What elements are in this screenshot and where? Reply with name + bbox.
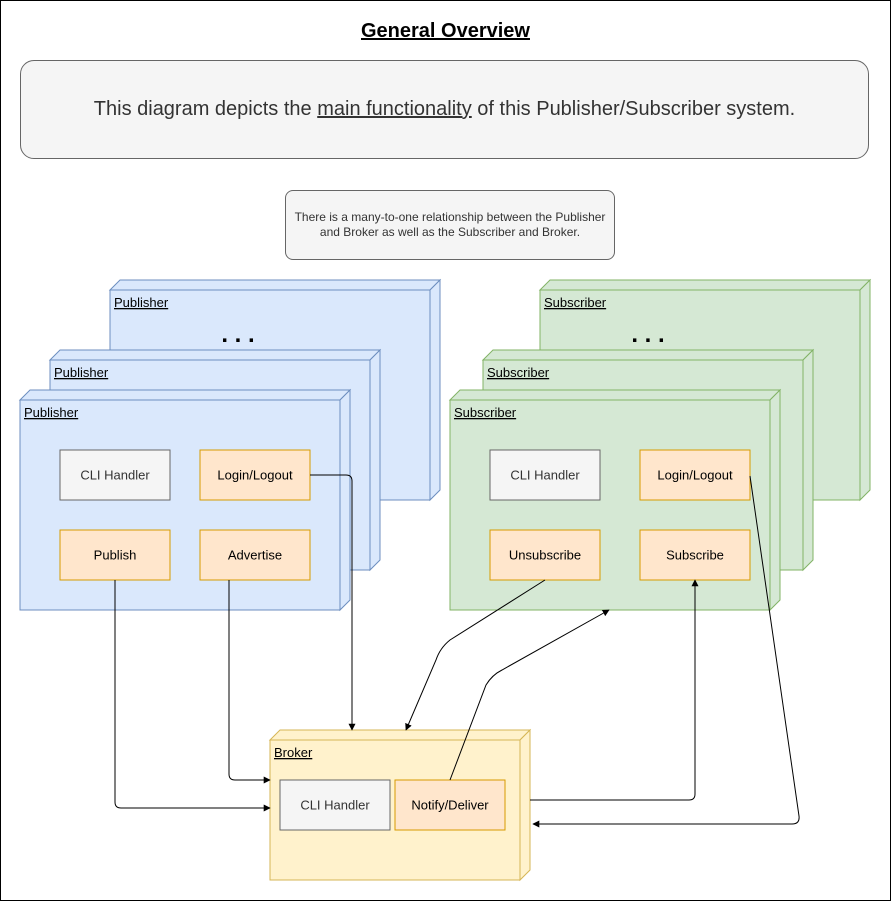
publisher-node-front: Publisher CLI Handler Login/Logout Publi… <box>18 388 352 612</box>
page-title: General Overview <box>361 20 530 42</box>
banner-emphasis: main functionality <box>317 98 472 120</box>
edge-subscriber-login-to-broker <box>532 475 800 828</box>
svg-text:Unsubscribe: Unsubscribe <box>509 547 581 562</box>
description-banner: This diagram depicts the main functional… <box>20 60 869 159</box>
publisher-advertise: Advertise <box>199 529 311 581</box>
broker-cli-handler: CLI Handler <box>279 779 391 831</box>
svg-text:Advertise: Advertise <box>228 547 282 562</box>
broker-node: Broker CLI Handler Notify/Deliver <box>268 728 532 882</box>
svg-text:Login/Logout: Login/Logout <box>217 467 293 482</box>
subscriber-subscribe: Subscribe <box>639 529 751 581</box>
svg-text:CLI Handler: CLI Handler <box>80 467 150 482</box>
subscriber-back-label: Subscriber <box>544 295 607 310</box>
publisher-cli-handler: CLI Handler <box>59 449 171 501</box>
edge-advertise-to-broker <box>228 580 271 784</box>
publisher-publish: Publish <box>59 529 171 581</box>
publisher-front-label: Publisher <box>24 405 79 420</box>
broker-label: Broker <box>274 745 313 760</box>
subscriber-ellipsis: . . . <box>631 321 664 348</box>
relationship-note: There is a many-to-one relationship betw… <box>285 190 615 260</box>
subscriber-login-logout: Login/Logout <box>639 449 751 501</box>
subscriber-middle-label: Subscriber <box>487 365 550 380</box>
banner-prefix: This diagram depicts the <box>93 98 318 120</box>
edge-publish-to-broker-cli <box>114 580 271 812</box>
publisher-back-label: Publisher <box>114 295 169 310</box>
svg-text:Subscribe: Subscribe <box>666 547 724 562</box>
svg-text:Publish: Publish <box>94 547 137 562</box>
broker-notify-deliver: Notify/Deliver <box>394 779 506 831</box>
edge-notify-to-subscriber <box>449 609 610 781</box>
subscriber-unsubscribe: Unsubscribe <box>489 529 601 581</box>
edge-unsubscribe-to-broker <box>405 579 546 731</box>
publisher-ellipsis: . . . <box>221 321 254 348</box>
svg-text:Notify/Deliver: Notify/Deliver <box>411 797 489 812</box>
connectors <box>114 474 800 828</box>
edge-broker-to-subscribe <box>530 579 699 801</box>
banner-suffix: of this Publisher/Subscriber system. <box>471 98 796 120</box>
svg-text:CLI Handler: CLI Handler <box>510 467 580 482</box>
svg-text:CLI Handler: CLI Handler <box>300 797 370 812</box>
publisher-login-logout: Login/Logout <box>199 449 311 501</box>
svg-text:Login/Logout: Login/Logout <box>657 467 733 482</box>
publisher-middle-label: Publisher <box>54 365 109 380</box>
subscriber-node-front: Subscriber CLI Handler Login/Logout Unsu… <box>448 388 782 612</box>
subscriber-front-label: Subscriber <box>454 405 517 420</box>
edge-publisher-login-to-broker <box>310 474 356 731</box>
subscriber-cli-handler: CLI Handler <box>489 449 601 501</box>
